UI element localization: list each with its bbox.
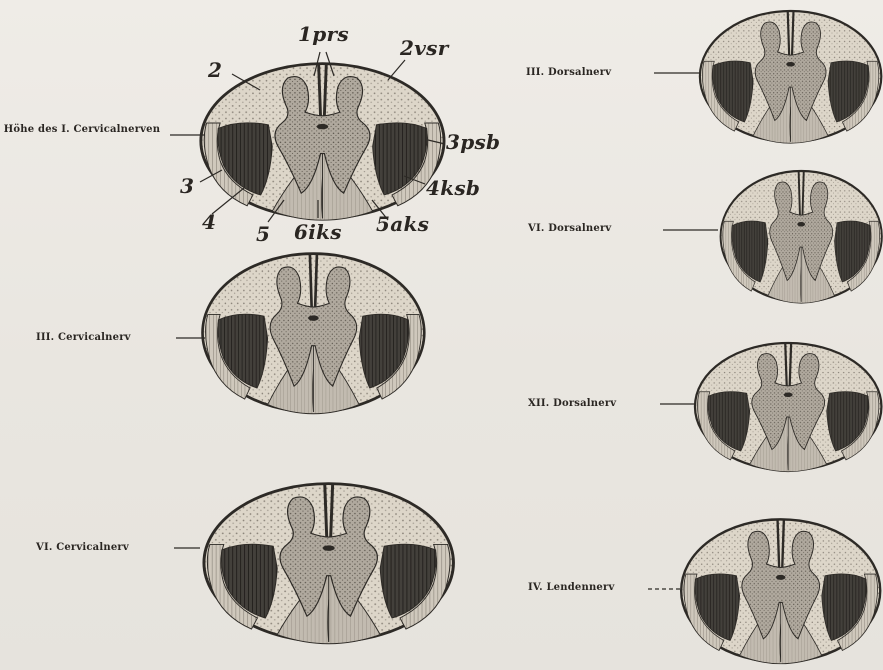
label-iks: 6iks — [294, 220, 342, 244]
label-d12: XII. Dorsalnerv — [528, 398, 616, 409]
section-d12 — [695, 343, 881, 472]
label-c3: III. Cervicalnerv — [36, 332, 131, 343]
label-c1: Höhe des I. Cervicalnerven — [2, 124, 162, 136]
label-d6: VI. Dorsalnerv — [528, 223, 611, 234]
label-vsr: 2vsr — [400, 36, 449, 60]
label-3: 3 — [180, 174, 194, 198]
label-5: 5 — [256, 222, 270, 246]
section-d3 — [700, 11, 881, 143]
label-d3: III. Dorsalnerv — [526, 67, 611, 78]
section-c6 — [204, 484, 453, 644]
section-c1 — [201, 64, 444, 221]
section-c3 — [203, 254, 425, 414]
label-2: 2 — [208, 58, 222, 82]
label-c6: VI. Cervicalnerv — [36, 542, 129, 553]
label-l4: IV. Lendennerv — [528, 582, 614, 593]
label-ksb: 4ksb — [426, 176, 480, 200]
label-psb: 3psb — [446, 130, 500, 154]
label-prs: 1prs — [298, 22, 349, 46]
section-l4 — [681, 519, 880, 663]
label-aks: 5aks — [376, 212, 429, 236]
section-d6 — [721, 171, 882, 303]
label-4: 4 — [202, 210, 216, 234]
